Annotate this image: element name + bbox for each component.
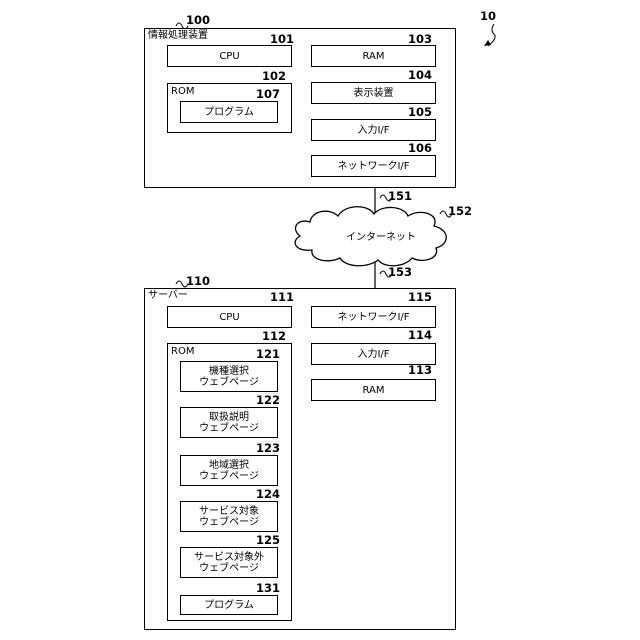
internet-ref: 152 — [448, 205, 472, 217]
webpage-box-124: サービス対象 ウェブページ — [180, 501, 278, 532]
server-program-ref: 131 — [256, 582, 280, 594]
info-display-box: 表示装置 — [311, 82, 436, 104]
server-network-if-ref: 115 — [408, 291, 432, 303]
page-125-line1: サービス対象外 — [194, 552, 264, 563]
page-123-line1: 地域選択 — [209, 460, 249, 471]
info-display-label: 表示装置 — [354, 88, 394, 99]
webpage-box-121: 機種選択 ウェブページ — [180, 361, 278, 392]
info-rom-label: ROM — [171, 86, 194, 97]
webpage-box-122: 取扱説明 ウェブページ — [180, 407, 278, 438]
info-input-if-ref: 105 — [408, 106, 432, 118]
server-program-box: プログラム — [180, 595, 278, 615]
server-rom-label: ROM — [171, 346, 194, 357]
info-ram-box: RAM — [311, 45, 436, 67]
server-input-if-label: 入力I/F — [357, 349, 389, 360]
info-cpu-box: CPU — [167, 45, 292, 67]
info-rom-ref: 102 — [262, 70, 286, 82]
info-program-label: プログラム — [204, 107, 254, 118]
page-121-line2: ウェブページ — [199, 377, 259, 388]
server-cpu-ref: 111 — [270, 291, 294, 303]
internet-label: インターネット — [346, 232, 416, 243]
info-device-ref: 100 — [186, 14, 210, 26]
page-123-ref: 123 — [256, 442, 280, 454]
page-124-ref: 124 — [256, 488, 280, 500]
page-123-line2: ウェブページ — [199, 471, 259, 482]
page-121-ref: 121 — [256, 348, 280, 360]
server-program-label: プログラム — [204, 600, 254, 611]
server-network-if-box: ネットワークI/F — [311, 306, 436, 328]
server-input-if-ref: 114 — [408, 329, 432, 341]
info-input-if-label: 入力I/F — [357, 125, 389, 136]
page-122-line1: 取扱説明 — [209, 412, 249, 423]
server-cpu-box: CPU — [167, 306, 292, 328]
server-ram-ref: 113 — [408, 364, 432, 376]
info-network-if-label: ネットワークI/F — [337, 161, 409, 172]
info-network-if-ref: 106 — [408, 142, 432, 154]
info-ram-label: RAM — [362, 51, 384, 62]
info-cpu-label: CPU — [219, 51, 239, 62]
server-title: サーバー — [148, 290, 188, 301]
info-network-if-box: ネットワークI/F — [311, 155, 436, 177]
system-ref-arrow — [488, 24, 495, 46]
info-device-title: 情報処理装置 — [148, 30, 208, 41]
link-upper-ref: 151 — [388, 190, 412, 202]
info-program-ref: 107 — [256, 88, 280, 100]
page-122-line2: ウェブページ — [199, 423, 259, 434]
info-program-box: プログラム — [180, 101, 278, 123]
server-cpu-label: CPU — [219, 312, 239, 323]
server-ram-box: RAM — [311, 379, 436, 401]
page-124-line2: ウェブページ — [199, 517, 259, 528]
page-122-ref: 122 — [256, 394, 280, 406]
link-lower-ref: 153 — [388, 266, 412, 278]
page-124-line1: サービス対象 — [199, 506, 259, 517]
webpage-box-125: サービス対象外 ウェブページ — [180, 547, 278, 578]
info-ram-ref: 103 — [408, 33, 432, 45]
page-125-ref: 125 — [256, 534, 280, 546]
webpage-box-123: 地域選択 ウェブページ — [180, 455, 278, 486]
info-cpu-ref: 101 — [270, 33, 294, 45]
page-125-line2: ウェブページ — [199, 563, 259, 574]
server-network-if-label: ネットワークI/F — [337, 312, 409, 323]
server-ram-label: RAM — [362, 385, 384, 396]
info-input-if-box: 入力I/F — [311, 119, 436, 141]
server-rom-ref: 112 — [262, 330, 286, 342]
server-ref: 110 — [186, 275, 210, 287]
server-input-if-box: 入力I/F — [311, 343, 436, 365]
system-ref-number: 10 — [480, 10, 496, 22]
info-display-ref: 104 — [408, 69, 432, 81]
page-121-line1: 機種選択 — [209, 366, 249, 377]
